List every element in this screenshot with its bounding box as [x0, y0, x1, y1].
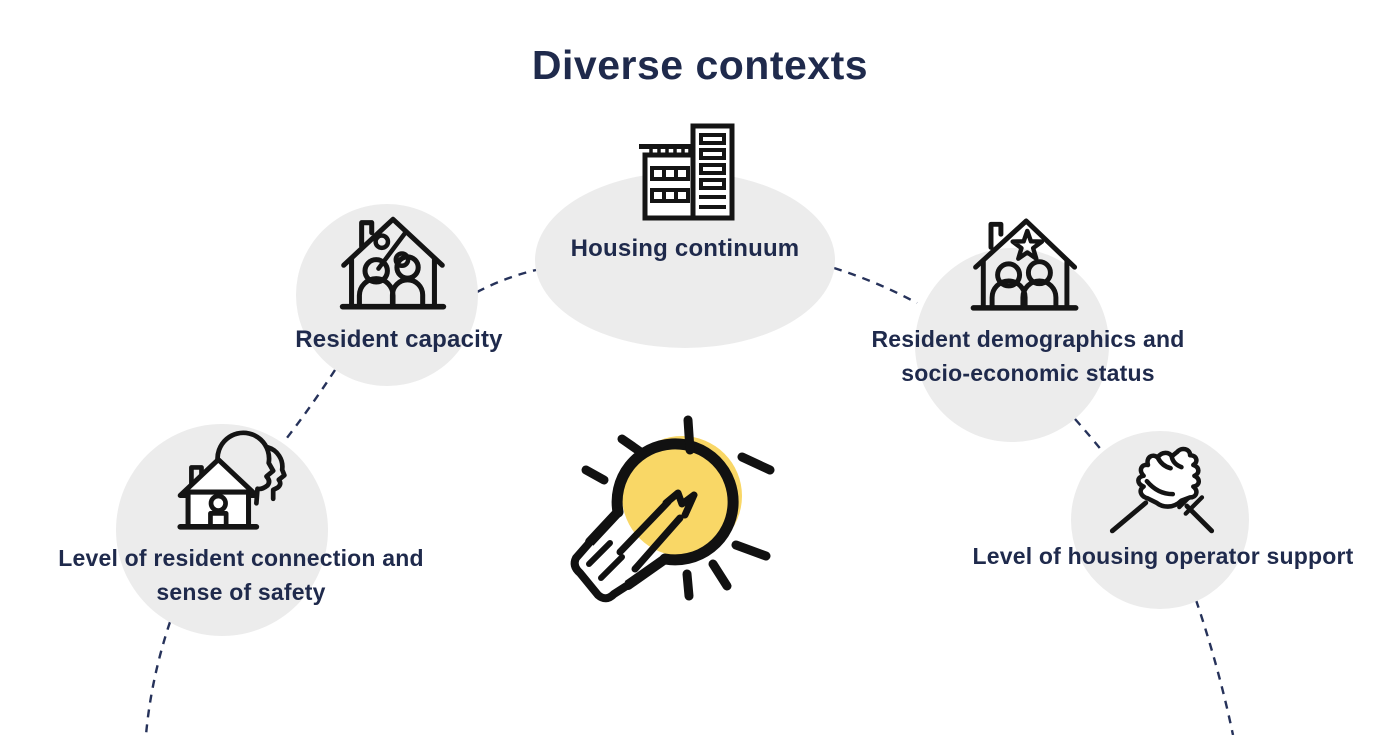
- label-line: Resident demographics and: [871, 326, 1185, 352]
- node-label: Housing continuum: [535, 235, 835, 263]
- node-bubble: [296, 204, 478, 386]
- house-star-people-icon: [970, 218, 1079, 311]
- label-line: Level of housing operator support: [972, 543, 1354, 569]
- house-heads-icon: [177, 430, 287, 530]
- node-bubble: [116, 424, 328, 636]
- label-line: Housing continuum: [570, 235, 800, 262]
- connector-line: [1074, 418, 1104, 453]
- node-label: Resident capacity: [249, 326, 549, 354]
- connector-line: [144, 621, 172, 735]
- connector-line: [476, 268, 537, 294]
- label-line: sense of safety: [156, 579, 326, 605]
- handshake-icon: [1109, 446, 1215, 534]
- connector-line: [833, 266, 918, 305]
- page-title: Diverse contexts: [531, 42, 869, 88]
- buildings-icon: [639, 123, 735, 221]
- node-label: Level of housing operator support: [930, 543, 1396, 570]
- connector-line: [282, 369, 337, 444]
- label-line: Resident capacity: [295, 326, 503, 353]
- label-line: Level of resident connection and: [58, 545, 424, 571]
- lightbulb-icon: [570, 415, 775, 603]
- house-percent-people-icon: [339, 216, 447, 310]
- node-label: Resident demographics and socio-economic…: [828, 322, 1228, 390]
- label-line: socio-economic status: [901, 360, 1155, 386]
- node-label: Level of resident connection and sense o…: [16, 541, 466, 609]
- connector-line: [1194, 599, 1235, 735]
